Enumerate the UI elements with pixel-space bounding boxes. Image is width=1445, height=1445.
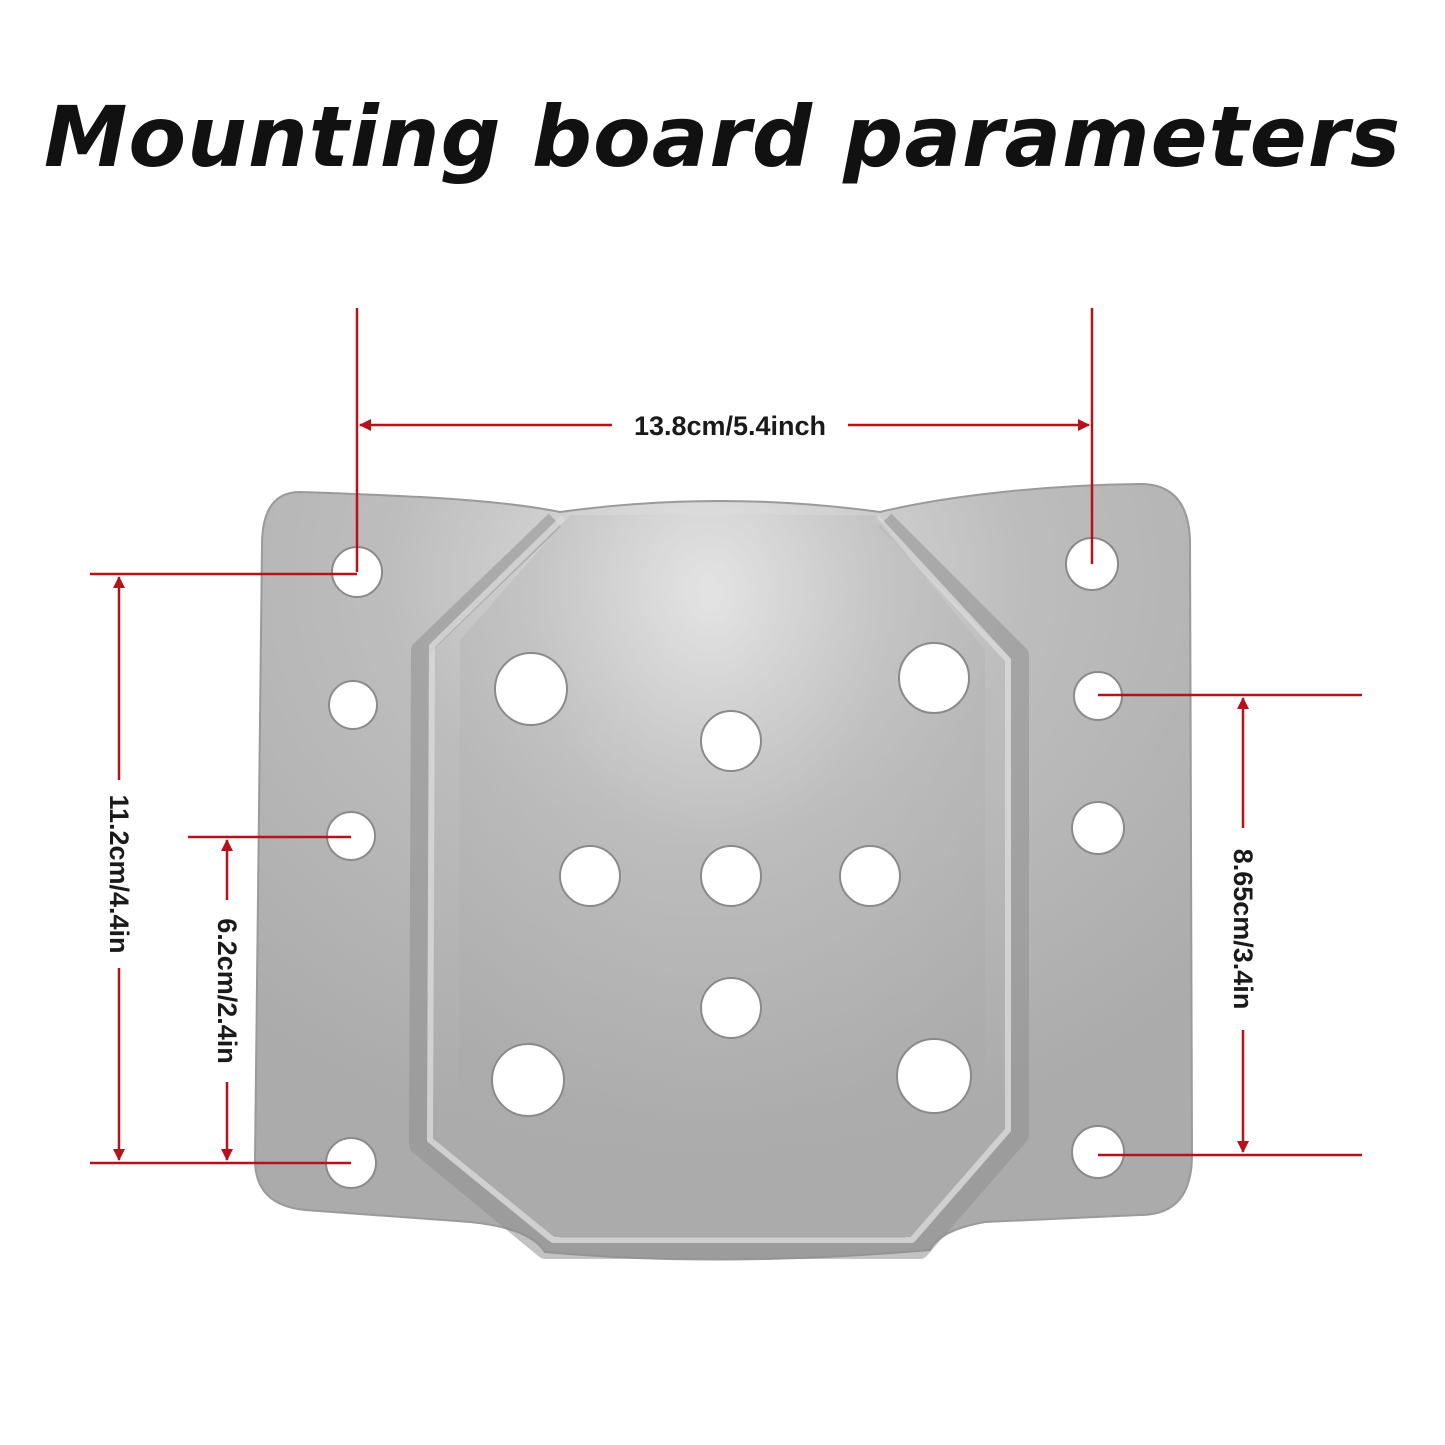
hole-large-br xyxy=(896,1038,972,1114)
dim-label-right-height: 8.65cm/3.4in xyxy=(1228,849,1258,1010)
hole-large-bl xyxy=(491,1043,565,1117)
hole-left-2 xyxy=(328,680,378,730)
hole-center xyxy=(700,845,762,907)
page-title: Mounting board parameters xyxy=(43,88,1402,186)
plate-groove-outer xyxy=(409,513,1029,1259)
hole-center-top xyxy=(700,710,762,772)
hole-large-tl xyxy=(494,652,568,726)
hole-center-right xyxy=(839,845,901,907)
hole-right-4 xyxy=(1071,1125,1125,1179)
plate-groove-highlight xyxy=(427,515,1011,1243)
dim-label-left-outer-height: 11.2cm/4.4in xyxy=(104,794,134,953)
dim-label-top-width: 13.8cm/5.4inch xyxy=(634,411,826,441)
hole-right-3 xyxy=(1071,801,1125,855)
hole-center-left xyxy=(559,845,621,907)
hole-large-tr xyxy=(898,642,970,714)
dim-label-left-inner-height: 6.2cm/2.4in xyxy=(212,918,242,1064)
dimension-lines xyxy=(90,308,1362,1165)
hole-center-bottom xyxy=(700,977,762,1039)
